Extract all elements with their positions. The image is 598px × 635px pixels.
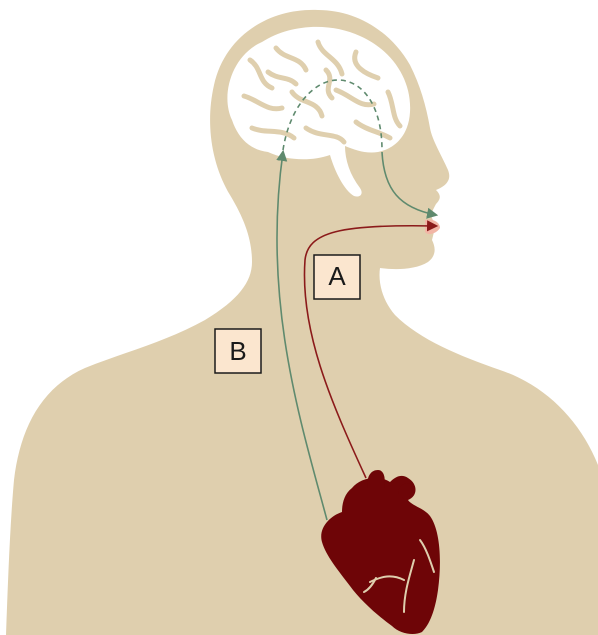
label-b-text: B <box>229 336 246 366</box>
lips <box>425 219 440 234</box>
label-a: A <box>314 255 360 299</box>
label-b: B <box>215 329 261 373</box>
label-a-text: A <box>328 261 346 291</box>
